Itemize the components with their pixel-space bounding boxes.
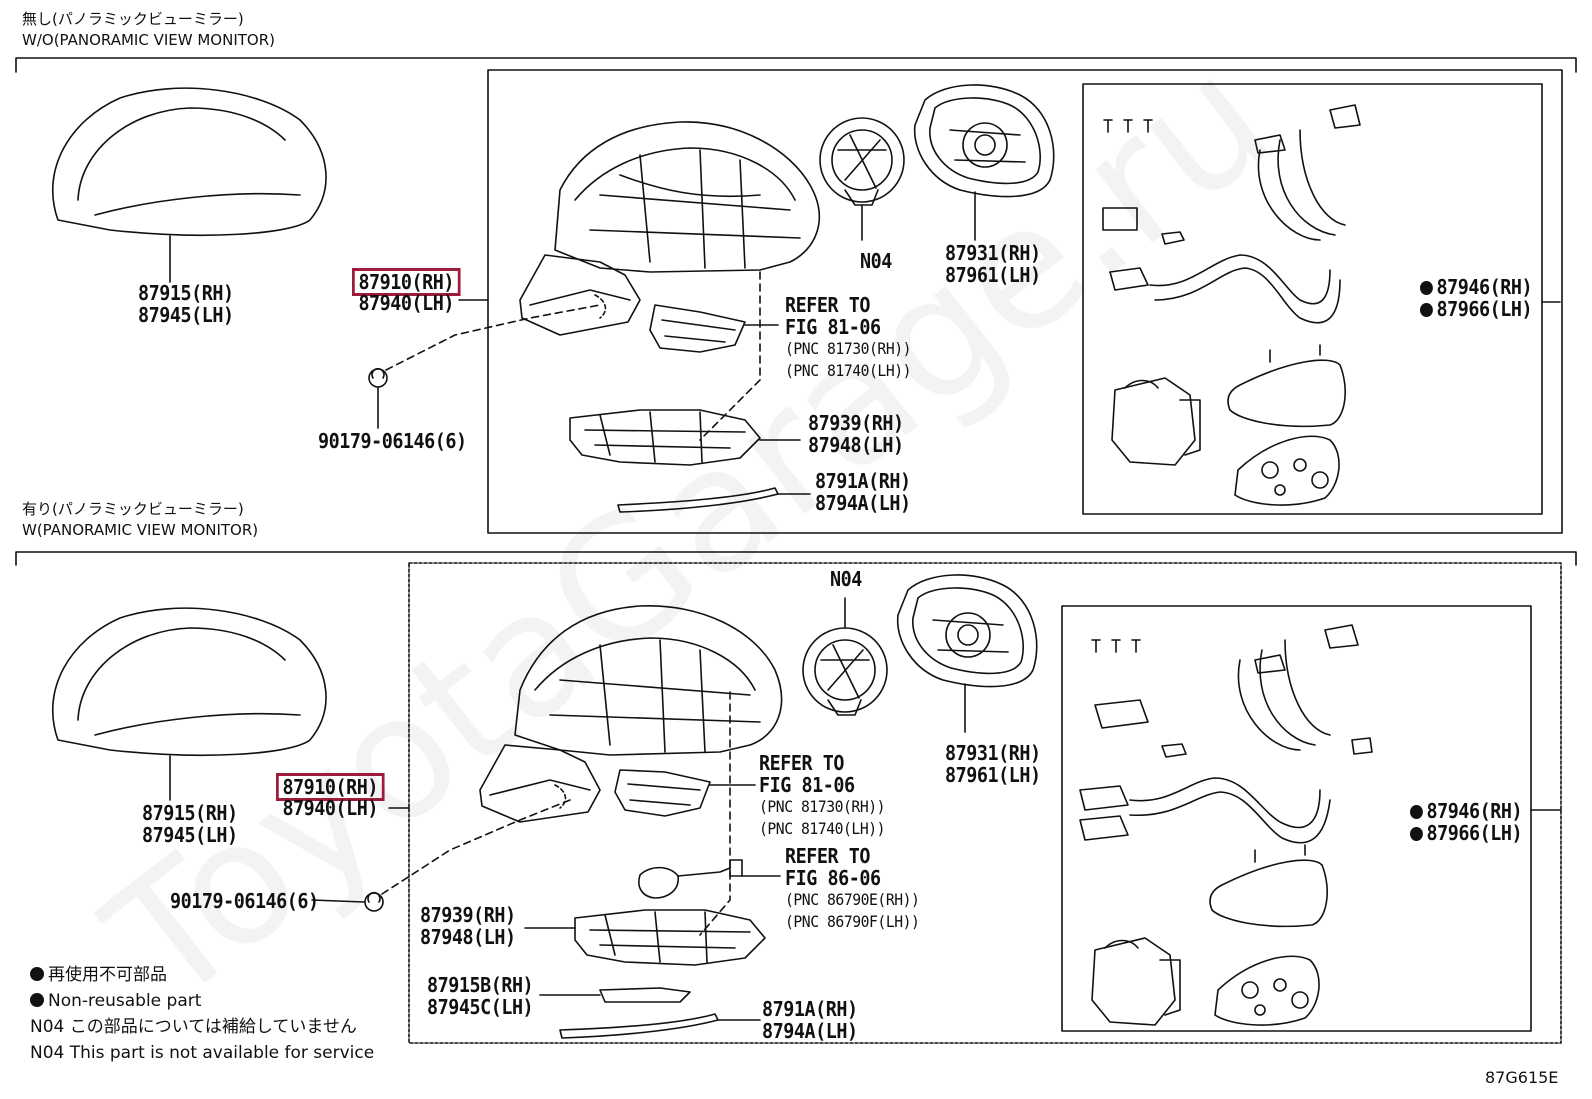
refer-fig-86-06-bottom[interactable]: REFER TO FIG 86-06 (PNC 86790E(RH)) (PNC… [785, 844, 920, 931]
part-number-screw-bottom[interactable]: 90179-06146(6) [170, 889, 319, 913]
part-number-kit-bottom[interactable]: 87946(RH) 87966(LH) [1410, 800, 1523, 844]
kit-internals-bottom [1079, 624, 1373, 1026]
figure-code: 87G615E [1485, 1068, 1559, 1087]
part-number-n04-top[interactable]: N04 [860, 249, 892, 273]
part-number-assy-top[interactable]: 87910(RH) 87940(LH) [352, 268, 461, 314]
non-reusable-marker [1410, 827, 1423, 841]
part-number-n04-bottom[interactable]: N04 [830, 567, 862, 591]
part-number-cover-top[interactable]: 87915(RH) 87945(LH) [138, 281, 234, 327]
screws-top [1103, 119, 1153, 133]
part-number-glass-top[interactable]: 87931(RH) 87961(LH) [945, 241, 1041, 287]
part-number-assy-bottom[interactable]: 87910(RH) 87940(LH) [276, 773, 385, 819]
non-reusable-marker [1420, 303, 1433, 317]
actuator-top [819, 117, 905, 206]
part-number-bracket-bottom[interactable]: 87915B(RH) 87945C(LH) [427, 973, 534, 1019]
housing-bottom [574, 909, 766, 966]
mirror-glass-top [913, 84, 1055, 198]
mirror-glass-bottom [896, 574, 1038, 688]
camera-bottom [638, 859, 743, 899]
refer-fig-81-06-top[interactable]: REFER TO FIG 81-06 (PNC 81730(RH)) (PNC … [785, 293, 912, 380]
mirror-cover-bottom [52, 607, 327, 756]
legend-n04-en: N04 This part is not available for servi… [30, 1043, 375, 1063]
legend-non-reusable-en: Non-reusable part [30, 988, 374, 1014]
part-number-housing-bottom[interactable]: 87939(RH) 87948(LH) [420, 903, 516, 949]
mirror-body-bottom [479, 605, 783, 823]
non-reusable-marker [30, 967, 44, 981]
refer-fig-81-06-bottom[interactable]: REFER TO FIG 81-06 (PNC 81730(RH)) (PNC … [759, 751, 886, 838]
part-number-screw-top[interactable]: 90179-06146(6) [318, 429, 467, 453]
bracket-bottom [599, 987, 691, 1003]
header-en-bottom: W(PANORAMIC VIEW MONITOR) [22, 521, 259, 539]
part-number-garnish-bottom[interactable]: 8791A(RH) 8794A(LH) [762, 997, 858, 1043]
header-jp-top: 無し(パノラミックビューミラー) [22, 10, 244, 28]
legend-non-reusable-jp: 再使用不可部品 [30, 962, 374, 988]
part-number-kit-top[interactable]: 87946(RH) 87966(LH) [1420, 276, 1533, 320]
highlighted-part-rh[interactable]: 87910(RH) [276, 773, 385, 801]
part-number-cover-bottom[interactable]: 87915(RH) 87945(LH) [142, 801, 238, 847]
legend-n04-jp: N04 この部品については補給していません [30, 1017, 357, 1037]
screws-bottom [1091, 639, 1141, 653]
header-jp-bottom: 有り(パノラミックビューミラー) [22, 500, 244, 518]
highlighted-part-rh[interactable]: 87910(RH) [352, 268, 461, 296]
non-reusable-marker [1410, 805, 1423, 819]
turn-lamp-bottom [614, 769, 711, 817]
garnish-bottom [559, 1013, 719, 1039]
non-reusable-marker [30, 993, 44, 1007]
turn-lamp-top [649, 304, 746, 353]
header-en-top: W/O(PANORAMIC VIEW MONITOR) [22, 31, 276, 49]
part-number-glass-bottom[interactable]: 87931(RH) 87961(LH) [945, 741, 1041, 787]
mirror-cover-top [52, 87, 327, 236]
actuator-bottom [802, 627, 888, 716]
legend: 再使用不可部品 Non-reusable part N04 この部品については補… [30, 962, 374, 1066]
part-number-garnish-top[interactable]: 8791A(RH) 8794A(LH) [815, 469, 911, 515]
kit-internals-top [1102, 104, 1361, 506]
part-number-housing-top[interactable]: 87939(RH) 87948(LH) [808, 411, 904, 457]
mirror-body-top [519, 121, 820, 336]
non-reusable-marker [1420, 281, 1433, 295]
housing-top [569, 409, 761, 466]
